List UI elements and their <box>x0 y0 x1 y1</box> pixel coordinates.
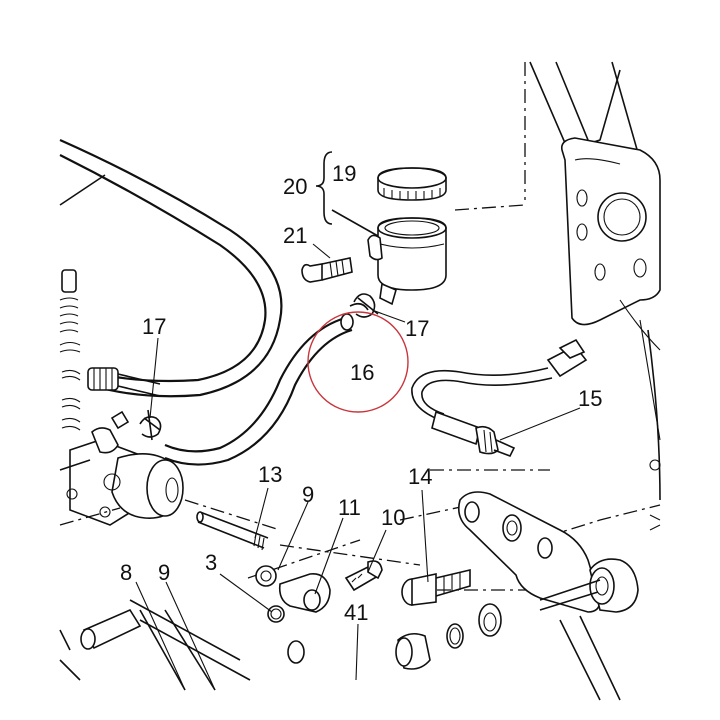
pedal-bracket <box>457 491 639 701</box>
leader-lines <box>135 243 581 691</box>
fluid-reservoir <box>367 167 447 306</box>
part-label-17-upper: 17 <box>405 316 429 341</box>
part-label-15: 15 <box>578 386 602 411</box>
part-label-19: 19 <box>332 161 356 186</box>
part-label-13: 13 <box>258 462 282 487</box>
part-label-11: 11 <box>338 495 361 520</box>
group-brace-20 <box>315 151 379 237</box>
highlight-circle <box>307 311 409 413</box>
bolt-21 <box>301 257 353 283</box>
part-label-9-left: 9 <box>158 560 170 585</box>
part-label-21: 21 <box>283 223 307 248</box>
part-label-9-right: 9 <box>302 482 314 507</box>
part-label-3: 3 <box>205 550 217 575</box>
switch-sensor <box>411 338 588 458</box>
linkage-lower-left <box>59 599 251 691</box>
slave-cylinder <box>59 410 184 526</box>
hose-clamp-left <box>139 409 162 441</box>
clutch-hose-upper <box>59 138 283 398</box>
part-label-41: 41 <box>344 600 368 625</box>
hose-clamp-upper <box>349 293 379 318</box>
hose-fitting-left <box>87 367 161 397</box>
frame-section <box>529 61 661 531</box>
part-label-16: 16 <box>350 360 374 385</box>
part-label-17-left: 17 <box>142 314 166 339</box>
hose-16 <box>164 313 354 466</box>
clevis-assembly <box>255 560 383 623</box>
part-label-14: 14 <box>408 464 432 489</box>
part-label-10: 10 <box>381 505 405 530</box>
part-label-20: 20 <box>283 174 307 199</box>
bolt-14 <box>401 568 471 606</box>
part-label-8: 8 <box>120 560 132 585</box>
left-bolt-stack <box>59 269 81 431</box>
washers-lower <box>287 603 502 670</box>
